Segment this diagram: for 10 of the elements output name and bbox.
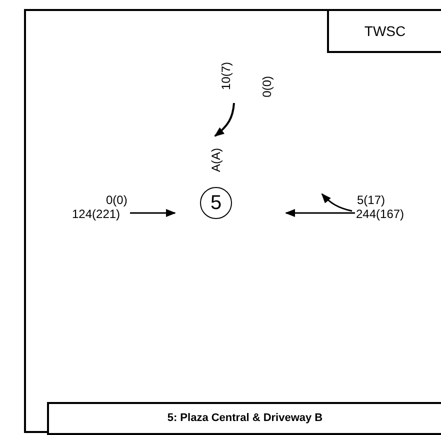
control-type-label: TWSC xyxy=(327,9,441,53)
intersection-number: 5 xyxy=(200,187,232,219)
volume-label: 124(221) xyxy=(72,207,120,221)
volume-label: 0(0) xyxy=(260,76,274,98)
volume-label: 0(0) xyxy=(106,193,128,207)
level-of-service-label: A(A) xyxy=(209,148,223,172)
volume-label: 10(7) xyxy=(219,62,233,90)
intersection-title: 5: Plaza Central & Driveway B xyxy=(47,402,441,435)
volume-label: 5(17) xyxy=(357,193,386,207)
volume-label: 244(167) xyxy=(356,207,404,221)
